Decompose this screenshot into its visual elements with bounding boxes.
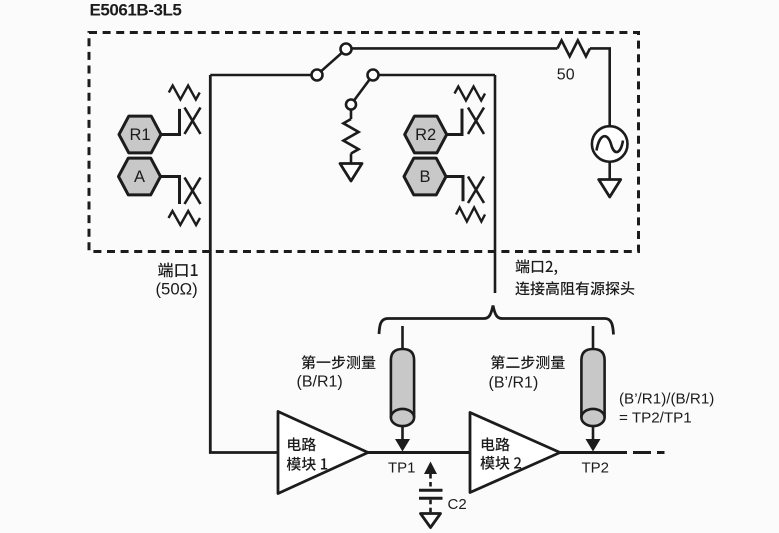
svg-text:C2: C2 (448, 496, 467, 513)
svg-text:TP1: TP1 (388, 460, 416, 477)
svg-text:50: 50 (557, 67, 575, 84)
svg-text:B: B (419, 168, 430, 186)
svg-text:(B’/R1): (B’/R1) (489, 375, 539, 392)
svg-text:E5061B-3L5: E5061B-3L5 (90, 1, 182, 20)
svg-text:(50Ω): (50Ω) (156, 280, 198, 299)
svg-text:(B’/R1)/(B/R1): (B’/R1)/(B/R1) (619, 390, 714, 407)
svg-text:A: A (134, 168, 145, 186)
svg-text:R2: R2 (415, 126, 436, 144)
svg-text:= TP2/TP1: = TP2/TP1 (619, 409, 692, 426)
svg-text:TP2: TP2 (582, 460, 610, 477)
svg-text:R1: R1 (129, 126, 150, 144)
svg-text:(B/R1): (B/R1) (297, 374, 343, 391)
